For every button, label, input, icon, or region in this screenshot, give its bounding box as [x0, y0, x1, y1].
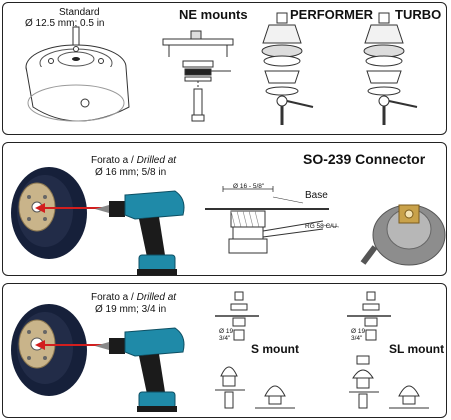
- performer-title: PERFORMER: [290, 7, 374, 22]
- sl-mount-exploded-view: [347, 291, 391, 341]
- cordless-drill-illustration: [95, 327, 185, 412]
- s-mount-assembly: [215, 366, 295, 409]
- connector-title: SO-239 Connector: [303, 151, 426, 167]
- s-mount-title: S mount: [251, 342, 299, 356]
- drill-label-en: Drilled at: [136, 155, 177, 166]
- drill-label-it: Forato a /: [91, 155, 134, 166]
- panel-s-sl-mounts: Forato a / Drilled at Ø 19 mm; 3/4 in Ø …: [2, 283, 447, 418]
- dimension-label: Ø 16 - 5/8": [233, 183, 265, 190]
- drill-label-line1: Forato a / Drilled at: [91, 292, 176, 303]
- turbo-illustration: [363, 12, 418, 125]
- sl-mount-assembly: [349, 355, 429, 409]
- standard-label: Standard: [59, 7, 100, 18]
- so239-connector-photo: [360, 204, 446, 266]
- drill-label-en: Drilled at: [136, 292, 177, 303]
- drill-label-it: Forato a /: [91, 292, 134, 303]
- sl-mount-dim1: Ø 19: [351, 328, 366, 335]
- performer-illustration: [261, 12, 314, 125]
- sl-mount-title: SL mount: [389, 342, 445, 356]
- standard-base-illustration: [25, 26, 130, 122]
- base-label: Base: [305, 190, 328, 201]
- drill-size-label: Ø 19 mm; 3/4 in: [95, 304, 167, 315]
- ne-mount-illustration: [162, 30, 234, 122]
- cordless-drill-illustration: [95, 190, 185, 275]
- ne-mounts-title: NE mounts: [179, 7, 248, 22]
- drill-size-label: Ø 16 mm; 5/8 in: [95, 167, 167, 178]
- panel-so239-connector: Forato a / Drilled at Ø 16 mm; 5/8 in SO…: [2, 142, 447, 276]
- s-mount-dim1: Ø 19: [219, 328, 234, 335]
- s-mount-dim2: 3/4": [219, 335, 231, 342]
- drill-label-line1: Forato a / Drilled at: [91, 155, 176, 166]
- standard-size-label: Ø 12.5 mm; 0.5 in: [25, 18, 105, 29]
- s-mount-exploded-view: [215, 291, 259, 341]
- cable-label: RG 58 C/U: [305, 223, 337, 230]
- sl-mount-dim2: 3/4": [351, 335, 363, 342]
- panel-standard-mounts: Standard Ø 12.5 mm; 0.5 in NE mounts PER…: [2, 2, 447, 135]
- so239-cross-section: [205, 186, 340, 254]
- turbo-title: TURBO: [395, 7, 442, 22]
